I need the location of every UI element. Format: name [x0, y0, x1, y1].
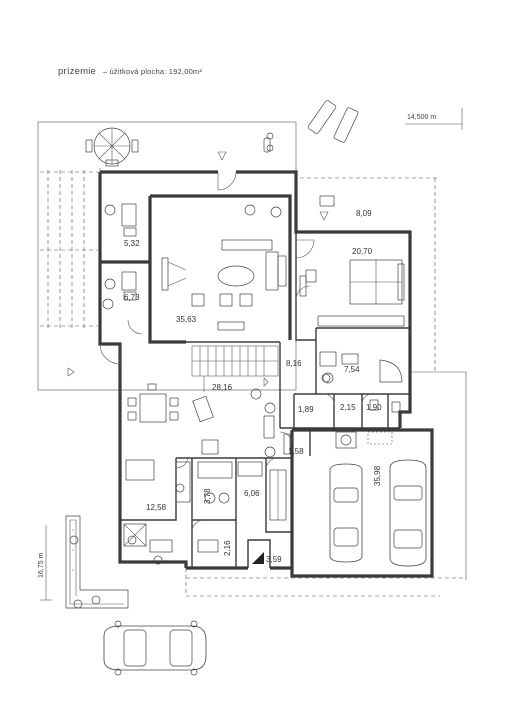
room-area-bedroom: 20,70: [352, 247, 373, 256]
plant-icon: [69, 535, 79, 545]
room-area-hall: 28,16: [212, 383, 233, 392]
room-area-kitchen: 12,58: [146, 503, 167, 512]
sunbed: [333, 107, 359, 143]
dimension-height: 16,75 m: [38, 525, 52, 601]
plant-icon: [104, 278, 116, 290]
plant-icon: [322, 372, 334, 384]
room-area-boiler: 6,06: [244, 489, 260, 498]
bathroom-fixtures: [319, 351, 403, 413]
technical-room: [237, 433, 291, 521]
car-icon: [103, 625, 207, 671]
sofa-side: [265, 251, 279, 291]
room-area-terrace-top: 5,32: [124, 239, 140, 248]
tv-cabinet: [217, 321, 245, 331]
plant-icon: [264, 446, 276, 458]
coffee-table: [217, 265, 255, 287]
room-area-wc-a: 2,15: [340, 403, 356, 412]
room-area-pantry: 3,78: [203, 488, 212, 504]
fireplace: [161, 257, 169, 291]
room-area-utility: 1,58: [288, 447, 304, 456]
room-area-garage: 35,98: [373, 465, 382, 486]
interior-walls: [120, 232, 410, 568]
shower: [319, 351, 337, 367]
plant-icon: [153, 555, 163, 565]
garage-cars: [329, 431, 427, 567]
car-icon: [389, 459, 427, 567]
room-area-wc-b: 1,90: [366, 403, 382, 412]
plant-icon: [102, 298, 114, 310]
sink: [341, 353, 359, 365]
entrance-arrow-icon: [252, 552, 264, 564]
room-labels: 5,32 6,73 35,63 8,09 20,70 8,16 28,16 7,…: [124, 209, 382, 564]
kitchen-table: [123, 523, 147, 547]
wardrobe: [317, 315, 405, 327]
room-area-terrace-right: 8,09: [356, 209, 372, 218]
plan-title: prízemie – úžitková plocha: 192,00m²: [58, 66, 202, 77]
room-area-wardrobe: 1,89: [298, 405, 314, 414]
plant-icon: [91, 595, 101, 605]
exterior-walls: [98, 170, 434, 578]
usable-area: – úžitková plocha: 192,00m²: [102, 67, 203, 76]
kitchen-furniture: [123, 459, 233, 553]
floor-name: prízemie: [58, 66, 97, 77]
kitchen-island: [125, 459, 155, 481]
pergola-outline: [37, 121, 297, 391]
entrance-car: [103, 620, 207, 676]
plant-icon: [175, 483, 185, 493]
plant-icon: [250, 388, 262, 400]
plant-icon: [244, 204, 256, 216]
car-icon: [329, 463, 363, 563]
room-area-terrace-mid: 6,73: [124, 293, 140, 302]
plant-icon: [270, 206, 282, 218]
plant-icon: [127, 535, 137, 545]
bedroom-furniture: [299, 259, 405, 327]
room-area-bathroom: 7,54: [344, 365, 360, 374]
sunbed: [307, 100, 337, 134]
garden-path: [65, 515, 129, 609]
living-room-furniture: [161, 239, 287, 331]
room-area-entrance: 3,59: [266, 555, 282, 564]
dining-furniture: [127, 383, 275, 455]
dim-height-label: 16,75 m: [38, 553, 45, 578]
sofa: [221, 239, 273, 251]
plant-icon: [264, 402, 276, 414]
staircase: [191, 345, 279, 392]
room-area-corridor: 8,16: [286, 359, 302, 368]
dining-table: [139, 393, 167, 423]
room-area-living: 35,63: [176, 315, 197, 324]
room-area-storage: 2,16: [223, 540, 232, 556]
dimension-width: 14,500 m: [405, 108, 463, 130]
plant-icon: [104, 204, 116, 216]
dim-width-label: 14,500 m: [407, 114, 436, 121]
terrace-items: [67, 100, 359, 387]
bathtub: [379, 359, 403, 383]
